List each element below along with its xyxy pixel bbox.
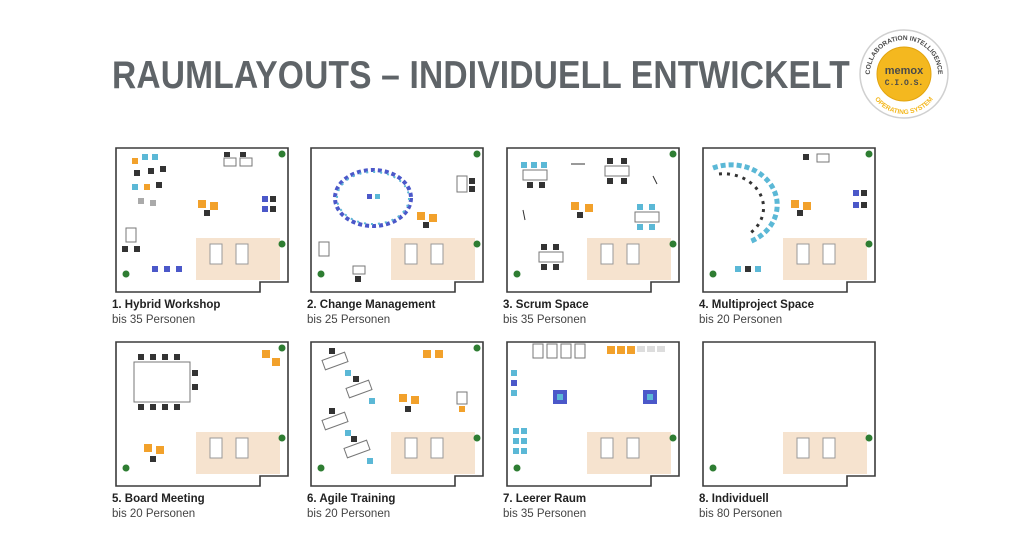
wall-outline: [702, 341, 876, 487]
floorplan-hybrid-workshop: [115, 147, 289, 293]
seating: [318, 168, 475, 282]
plant-icons: [709, 434, 873, 472]
wall-outline: [115, 147, 289, 293]
layout-card-agile-training[interactable]: 6. Agile Training bis 20 Personen: [307, 340, 487, 540]
layout-capacity: bis 80 Personen: [699, 508, 783, 520]
layout-capacity: bis 20 Personen: [307, 508, 391, 520]
seating: [122, 152, 276, 272]
floorplan-agile-training: [310, 341, 484, 487]
layout-card-hybrid-workshop[interactable]: 1. Hybrid Workshop bis 35 Personen: [112, 146, 292, 346]
memox-cios-logo: COLLABORATION INTELLIGENCE OPERATING SYS…: [859, 29, 949, 119]
seating: [521, 158, 660, 270]
plant-icons: [122, 344, 286, 472]
layout-card-board-meeting[interactable]: 5. Board Meeting bis 20 Personen: [112, 340, 292, 540]
floorplan-multiproject-space: [702, 147, 876, 293]
wall-outline: [506, 341, 680, 487]
wall-outline: [115, 341, 289, 487]
floorplan-scrum-space: [506, 147, 680, 293]
wall-outline: [310, 341, 484, 487]
layout-label: 6. Agile Training: [307, 493, 396, 505]
wall-outline: [310, 147, 484, 293]
wall-outline: [702, 147, 876, 293]
seating: [712, 153, 867, 272]
seating: [133, 350, 280, 462]
floorplan-leerer-raum: [506, 341, 680, 487]
logo-brand: memox: [885, 65, 924, 77]
layout-card-individuell[interactable]: 8. Individuell bis 80 Personen: [699, 340, 879, 540]
plant-icons: [513, 434, 677, 472]
layout-capacity: bis 35 Personen: [503, 314, 587, 326]
layout-card-multiproject-space[interactable]: 4. Multiproject Space bis 20 Personen: [699, 146, 879, 346]
seating: [511, 343, 665, 459]
floorplan-individuell: [702, 341, 876, 487]
wall-outline: [506, 147, 680, 293]
layout-capacity: bis 25 Personen: [307, 314, 391, 326]
layout-capacity: bis 20 Personen: [699, 314, 783, 326]
plant-icons: [317, 150, 481, 278]
layout-capacity: bis 20 Personen: [112, 508, 196, 520]
plant-icons: [709, 150, 873, 278]
layout-card-change-management[interactable]: 2. Change Management bis 25 Personen: [307, 146, 487, 346]
layout-label: 1. Hybrid Workshop: [112, 299, 221, 311]
layout-card-scrum-space[interactable]: 3. Scrum Space bis 35 Personen: [503, 146, 683, 346]
floorplan-board-meeting: [115, 341, 289, 487]
layout-label: 5. Board Meeting: [112, 493, 205, 505]
page-title: RAUMLAYOUTS – INDIVIDUELL ENTWICKELT: [112, 54, 850, 97]
layout-label: 2. Change Management: [307, 299, 436, 311]
layout-label: 4. Multiproject Space: [699, 299, 815, 311]
seating: [321, 348, 468, 464]
seating: [796, 437, 836, 459]
logo-sub: C.I.O.S.: [885, 79, 923, 88]
layout-card-leerer-raum[interactable]: 7. Leerer Raum bis 35 Personen: [503, 340, 683, 540]
plant-icons: [122, 150, 286, 278]
layout-capacity: bis 35 Personen: [503, 508, 587, 520]
layout-label: 7. Leerer Raum: [503, 493, 587, 505]
plant-icons: [317, 344, 481, 472]
layout-capacity: bis 35 Personen: [112, 314, 196, 326]
floorplan-change-management: [310, 147, 484, 293]
layout-label: 8. Individuell: [699, 493, 769, 505]
plant-icons: [513, 150, 677, 278]
layout-label: 3. Scrum Space: [503, 299, 589, 311]
